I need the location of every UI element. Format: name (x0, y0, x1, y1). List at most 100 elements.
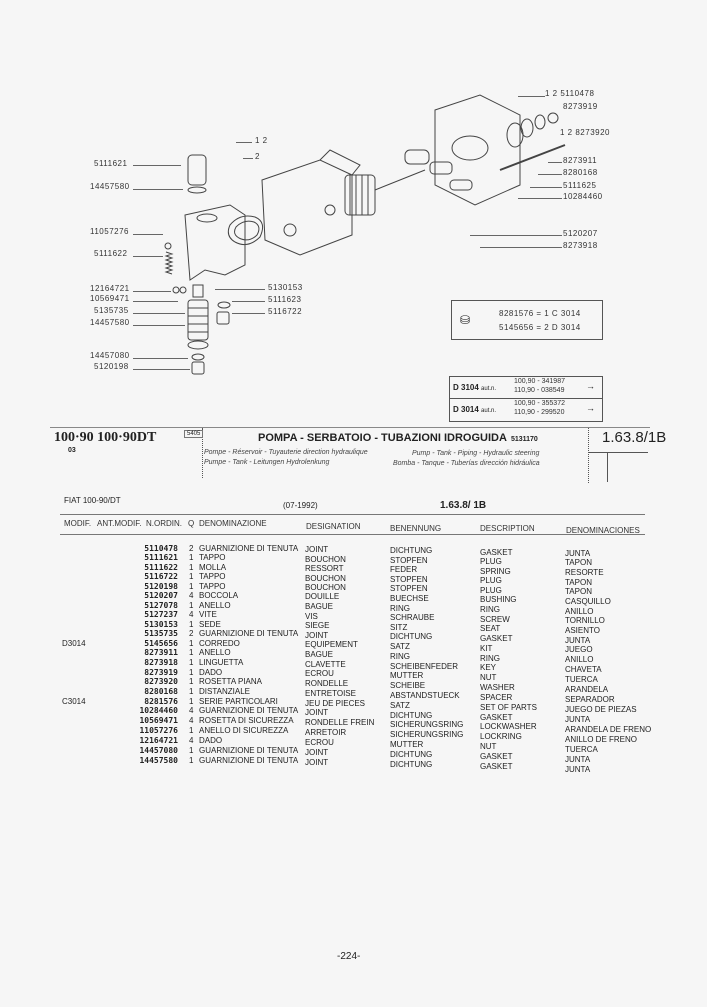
denominaciones-cell: TAPON (565, 558, 592, 568)
quantity-cell: 4 (189, 610, 194, 620)
quantity-cell: 1 (189, 696, 194, 706)
serial-range: 110,90 - 038549 (514, 387, 565, 394)
part-number-cell: 8280168 (144, 686, 178, 696)
serial-row: D 3104 aut.n. 100,90 - 341987 110,90 - 0… (450, 377, 602, 399)
part-number-cell: 8273920 (144, 677, 178, 687)
designation-cell: BOUCHON (305, 582, 346, 592)
quantity-cell: 1 (189, 619, 194, 629)
callout-label: 14457580 (90, 182, 130, 191)
ref-rule (588, 452, 648, 453)
serial-code: D 3014 (453, 405, 479, 414)
part-number-cell: 5127078 (144, 600, 178, 610)
description-cell: GASKET (480, 712, 513, 722)
quantity-cell: 2 (189, 544, 194, 553)
benennung-cell: ABSTANDSTUECK (390, 690, 460, 700)
benennung-cell: RING (390, 651, 410, 661)
callout-label: 5116722 (268, 307, 303, 316)
denominaciones-cell: ANILLO (565, 655, 594, 665)
designation-cell: SIEGE (305, 621, 330, 631)
denominazione-cell: ANELLO DI SICUREZZA (199, 725, 289, 735)
benennung-cell: MUTTER (390, 671, 424, 681)
kit-box: ⛁ 8281576 = 1 C 3014 5145656 = 2 D 3014 (451, 300, 603, 340)
benennung-cell: STOPFEN (390, 574, 428, 584)
denominazione-cell: CORREDO (199, 638, 240, 648)
subtitle-de: Pumpe - Tank - Leitungen Hydrolenkung (204, 459, 330, 466)
callout-label: 14457580 (90, 318, 130, 327)
designation-cell: JOINT (305, 630, 329, 640)
subtitle-es: Bomba - Tanque - Tuberías dirección hidr… (393, 460, 540, 467)
column-header: DESCRIPTION (480, 524, 535, 533)
quantity-cell: 1 (189, 648, 194, 658)
description-cell: RING (480, 605, 500, 615)
benennung-cell: SITZ (390, 622, 408, 632)
denominaciones-cell: JUNTA (565, 754, 591, 764)
benennung-cell: STOPFEN (390, 584, 428, 594)
denominaciones-cell: RESORTE (565, 567, 604, 577)
denominazione-cell: TAPPO (199, 553, 226, 563)
serial-range: 100,90 - 341987 (514, 378, 565, 385)
denominaciones-cell: TAPON (565, 577, 592, 587)
modif-cell: C3014 (62, 696, 86, 706)
designation-cell: DOUILLE (305, 592, 340, 602)
quantity-cell: 1 (189, 725, 194, 735)
list-date: (07-1992) (283, 501, 318, 510)
description-cell: PLUG (480, 576, 502, 586)
benennung-cell: SCHEIBENFEDER (390, 661, 459, 671)
part-number-cell: 11057276 (139, 725, 178, 735)
part-number-cell: 5111622 (144, 562, 178, 572)
model-title: 100·90 100·90DT (54, 430, 157, 445)
denominaciones-cell: CASQUILLO (565, 596, 611, 606)
callout-label: 14457080 (90, 351, 130, 360)
callout-label: 5111622 (94, 249, 128, 258)
denominazione-cell: ROSETTA DI SICUREZZA (199, 716, 294, 726)
benennung-cell: DICHTUNG (390, 632, 433, 642)
designation-cell: BAGUE (305, 602, 334, 612)
benennung-cell: MUTTER (390, 740, 424, 750)
group-code-box: 5405 (184, 430, 204, 438)
part-number-cell: 8273918 (144, 657, 178, 667)
benennung-cell: DICHTUNG (390, 760, 433, 770)
quantity-cell: 4 (189, 716, 194, 726)
description-cell: RING (480, 653, 500, 663)
description-cell: NUT (480, 742, 497, 752)
designation-cell: RONDELLE FREIN (305, 718, 375, 728)
quantity-cell: 1 (189, 657, 194, 667)
arrow-right-icon: → (586, 381, 595, 391)
column-header: MODIF. (64, 519, 92, 528)
serial-range: 100,90 - 355372 (514, 400, 565, 407)
designation-cell: CLAVETTE (305, 659, 346, 669)
part-number-cell: 14457080 (139, 745, 178, 755)
denominazione-cell: DISTANZIALE (199, 686, 250, 696)
quantity-cell: 1 (189, 745, 194, 755)
quantity-cell: 4 (189, 591, 194, 601)
denominazione-cell: SEDE (199, 619, 221, 629)
modif-cell: D3014 (62, 638, 86, 648)
denominazione-cell: TAPPO (199, 572, 226, 582)
quantity-cell: 2 (189, 629, 194, 639)
callout-label: 1 2 (255, 136, 268, 145)
quantity-cell: 1 (189, 600, 194, 610)
callout-label: 8273911 (563, 156, 598, 165)
benennung-cell: DICHTUNG (390, 546, 433, 556)
pump-cover (434, 94, 521, 206)
pump-body (261, 159, 353, 256)
description-cell: LOCKRING (480, 732, 522, 742)
header-divider (202, 428, 203, 478)
callout-label: 5120207 (563, 229, 598, 238)
benennung-cell: SCHEIBE (390, 681, 426, 691)
designation-cell: ARRETOIR (305, 728, 347, 738)
benennung-cell: DICHTUNG (390, 710, 433, 720)
denominazione-cell: GUARNIZIONE DI TENUTA (199, 745, 299, 755)
denominaciones-cell: CHAVETA (565, 665, 602, 675)
designation-cell: JOINT (305, 747, 329, 757)
serial-range: 110,90 - 299520 (514, 409, 565, 416)
quantity-cell: 1 (189, 686, 194, 696)
denominazione-cell: BOCCOLA (199, 591, 239, 601)
description-cell: WASHER (480, 682, 515, 692)
denominazione-cell: ROSETTA PIANA (199, 677, 262, 687)
table-rule (60, 534, 645, 535)
callout-label: 10569471 (90, 294, 130, 303)
callout-label: 8273918 (563, 241, 598, 250)
kit-parts-icon: ⛁ (460, 313, 471, 327)
subtitle-fr: Pompe - Réservoir - Tuyauterie direction… (204, 449, 368, 456)
